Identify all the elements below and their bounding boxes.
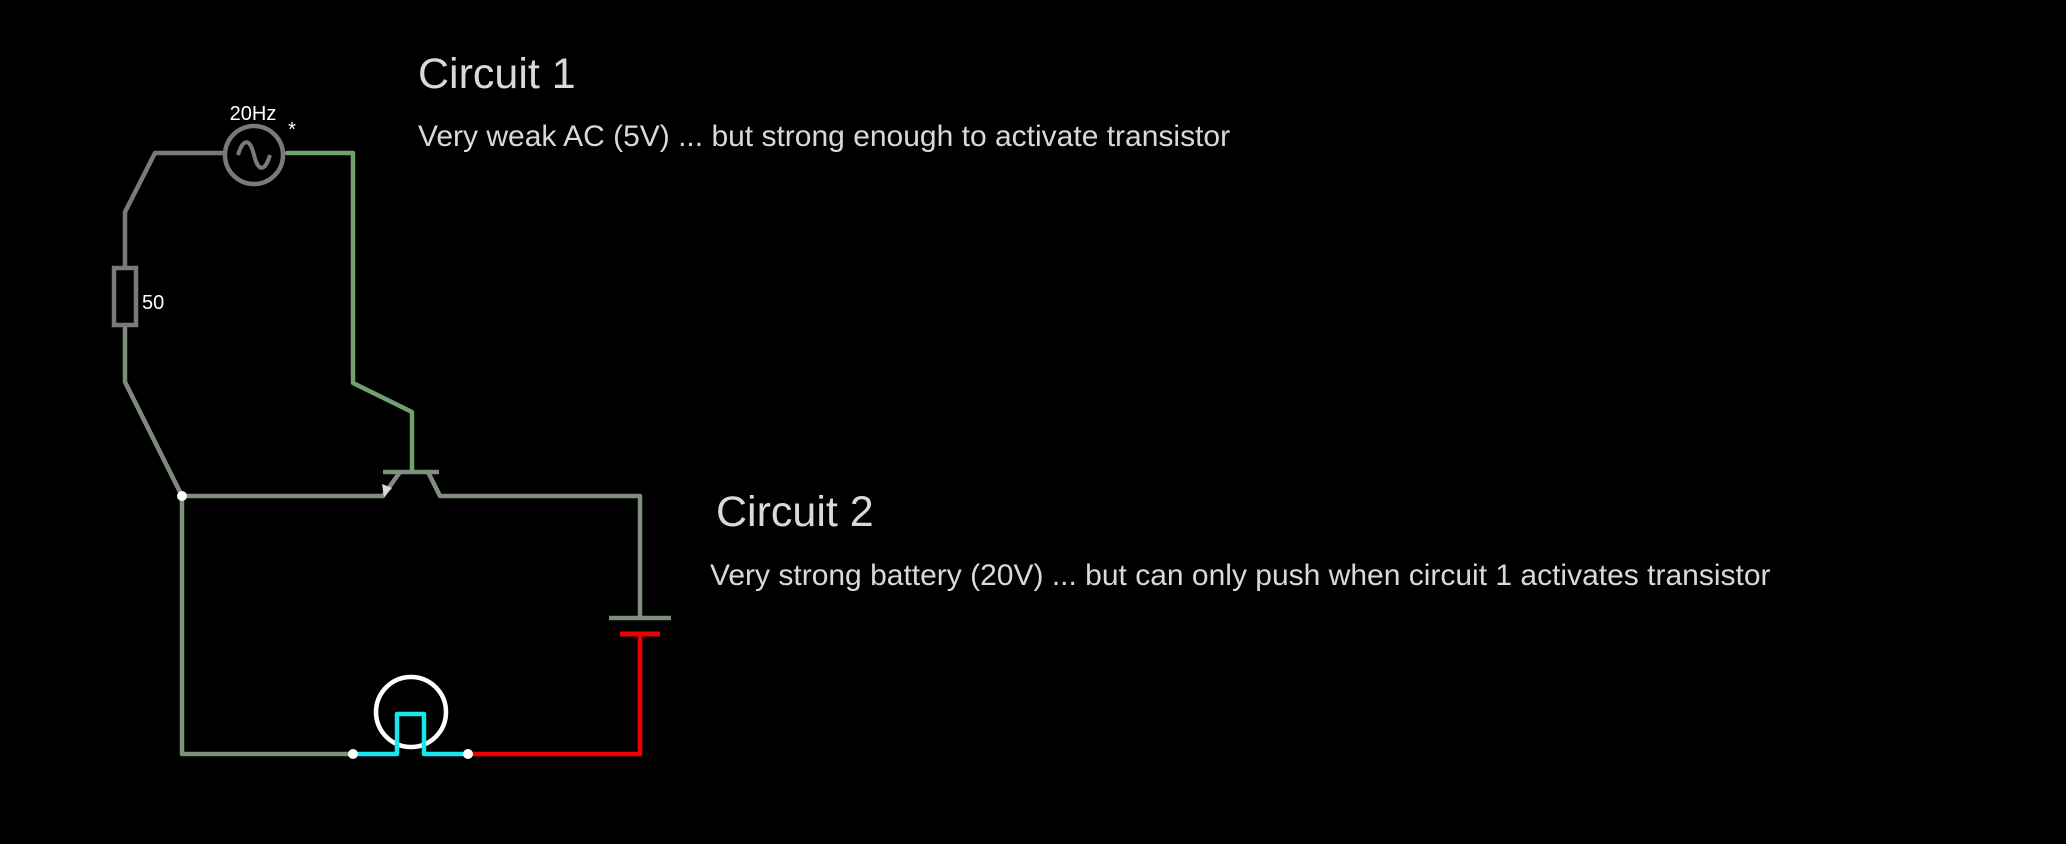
resistor[interactable]: 50 bbox=[111, 265, 164, 328]
lamp-filament bbox=[350, 711, 471, 757]
circuit-2-title: Circuit 2 bbox=[716, 488, 874, 536]
lamp[interactable] bbox=[350, 674, 471, 757]
battery[interactable] bbox=[609, 615, 671, 637]
ac-source-body bbox=[222, 123, 286, 187]
circuit-1-wires bbox=[122, 150, 415, 499]
wire-resistor-to-junction[interactable] bbox=[122, 322, 185, 499]
wire-collector-to-battery[interactable] bbox=[425, 469, 643, 620]
lamp-terminal-left[interactable] bbox=[348, 749, 358, 759]
pnp-transistor-icon bbox=[382, 484, 392, 497]
wire-junction-to-lamp[interactable] bbox=[179, 493, 356, 757]
wire-battery-to-lamp[interactable] bbox=[465, 631, 643, 757]
ac-polarity-marker: * bbox=[288, 119, 296, 141]
circuit-2-description: Very strong battery (20V) ... but can on… bbox=[710, 559, 1771, 592]
transistor[interactable] bbox=[381, 469, 439, 498]
lamp-terminal-right[interactable] bbox=[463, 749, 473, 759]
circuit-1-description: Very weak AC (5V) ... but strong enough … bbox=[418, 120, 1230, 153]
lamp-icon bbox=[373, 674, 449, 750]
circuit-2-wires bbox=[179, 469, 643, 757]
ac-sine-icon bbox=[236, 140, 272, 170]
resistor-value-label: 50 bbox=[142, 292, 164, 314]
junction-node[interactable] bbox=[177, 491, 187, 501]
wire-ac-to-resistor[interactable] bbox=[122, 150, 225, 270]
ac-frequency-label: 20Hz bbox=[230, 103, 277, 125]
circuit-1-title: Circuit 1 bbox=[418, 50, 576, 98]
resistor-icon bbox=[111, 265, 139, 328]
ac-source[interactable]: 20Hz * bbox=[222, 103, 296, 187]
wire-ac-to-transistor-base[interactable] bbox=[284, 150, 415, 473]
